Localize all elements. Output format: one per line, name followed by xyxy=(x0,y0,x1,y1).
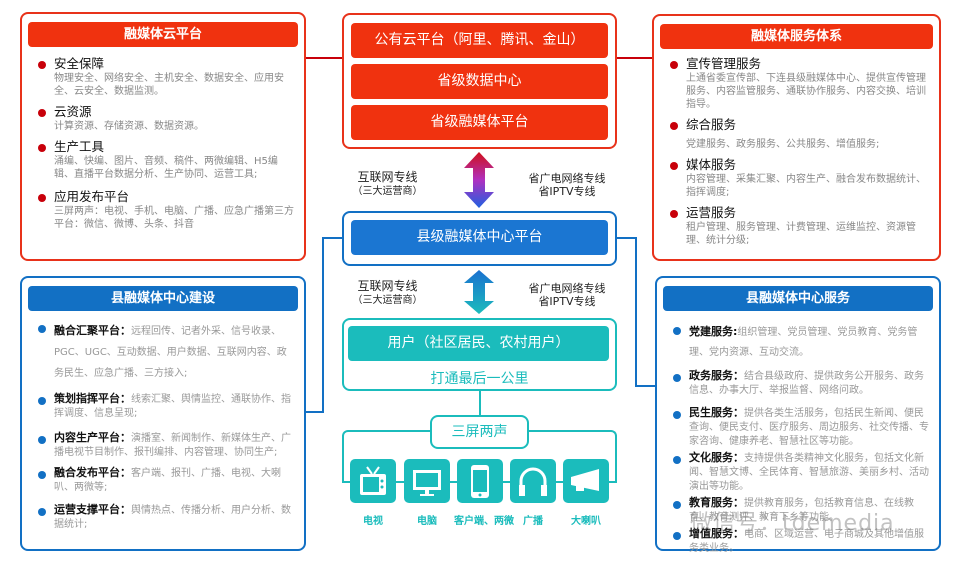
public-cloud-block: 公有云平台（阿里、腾讯、金山） xyxy=(351,23,608,58)
list-item: 云资源计算资源、存储资源、数据资源。 xyxy=(36,104,296,133)
bullet-icon xyxy=(673,374,681,382)
list-item: 融合汇聚平台：远程回传、记者外采、信号收录、PGC、UGC、互动数据、用户数据、… xyxy=(36,320,296,384)
panel-title: 县融媒体中心服务 xyxy=(663,286,933,311)
bullet-icon xyxy=(38,508,46,516)
bullet-icon xyxy=(673,532,681,540)
provincial-platform-block: 省级融媒体平台 xyxy=(351,105,608,140)
list-item: 宣传管理服务上通省委宣传部、下连县级融媒体中心、提供宣传管理服务、内容监管服务、… xyxy=(668,56,931,111)
service-system-panel: 融媒体服务体系 宣传管理服务上通省委宣传部、下连县级融媒体中心、提供宣传管理服务… xyxy=(652,14,941,261)
bullet-icon xyxy=(38,325,46,333)
bullet-icon xyxy=(673,501,681,509)
users-box: 用户（社区居民、农村用户） 打通最后一公里 xyxy=(342,318,617,391)
list-item: 融合发布平台：客户端、报刊、广播、电视、大喇叭、两微等; xyxy=(36,466,296,495)
bullet-icon xyxy=(38,471,46,479)
connector-line xyxy=(305,57,342,59)
bullet-icon xyxy=(673,411,681,419)
megaphone-icon xyxy=(563,459,609,503)
panel-title: 融媒体服务体系 xyxy=(660,24,933,49)
device-label: 客户端、两微 xyxy=(454,516,514,527)
slogan: 打通最后一公里 xyxy=(430,371,529,387)
device-label: 大喇叭 xyxy=(571,516,601,527)
list-item: 安全保障物理安全、网络安全、主机安全、数据安全、应用安全、云安全、数据监测。 xyxy=(36,56,296,98)
headphones-icon xyxy=(510,459,556,503)
list-item: 教育服务：提供教育服务，包括教育信息、在线教育、教育测评、教育下乡等功能。 xyxy=(671,496,931,525)
connector-line xyxy=(635,385,655,387)
bullet-icon xyxy=(38,61,46,69)
link-label: 省广电网络专线省IPTV专线 xyxy=(528,172,606,198)
list-item: 增值服务：电商、区域运营、电子商城及其他增值服务类业务。 xyxy=(671,527,931,556)
screens-title-box: 三屏两声 xyxy=(430,415,529,449)
list-item: 运营服务租户管理、服务管理、计费管理、运维监控、资源管理、统计分级; xyxy=(668,205,931,247)
connector-line xyxy=(617,57,652,59)
bullet-icon xyxy=(670,61,678,69)
double-arrow-icon xyxy=(464,270,494,314)
link-label: 互联网专线（三大运营商） xyxy=(352,279,423,306)
list-item: 策划指挥平台：线索汇聚、舆情监控、通联协作、指挥调度、信息呈现; xyxy=(36,392,296,421)
connector-line xyxy=(305,411,324,413)
panel-title: 融媒体云平台 xyxy=(28,22,298,47)
device-label: 电视 xyxy=(363,516,383,527)
provincial-stack: 公有云平台（阿里、腾讯、金山） 省级数据中心 省级融媒体平台 xyxy=(342,13,617,149)
list-item: 运营支撑平台：舆情热点、传播分析、用户分析、数据统计; xyxy=(36,503,296,532)
bullet-icon xyxy=(673,456,681,464)
list-item: 文化服务：支持提供各类精神文化服务，包括文化新闻、智慧文博、全民体育、智慧旅游、… xyxy=(671,451,931,494)
phone-icon xyxy=(457,459,503,503)
bullet-icon xyxy=(670,122,678,130)
county-build-panel: 县融媒体中心建设 融合汇聚平台：远程回传、记者外采、信号收录、PGC、UGC、互… xyxy=(20,276,306,551)
list-item: 媒体服务内容管理、采集汇聚、内容生产、融合发布数据统计、指挥调度; xyxy=(668,157,931,199)
list-item: 应用发布平台三屏两声：电视、手机、电脑、广播、应急广播第三方平台：微信、微博、头… xyxy=(36,189,296,231)
list-item: 民生服务：提供各类生活服务，包括民生新闻、便民查询、便民支付、医疗服务、周边服务… xyxy=(671,406,931,449)
bullet-icon xyxy=(38,109,46,117)
connector-line xyxy=(635,237,637,387)
list-item: 内容生产平台：演播室、新闻制作、新媒体生产、广播电视节目制作、报刊编排、内容管理… xyxy=(36,431,296,460)
watermark: 微信号：tdemedia xyxy=(690,511,895,536)
monitor-icon xyxy=(404,459,450,503)
panel-title: 县融媒体中心建设 xyxy=(28,286,298,311)
tv-icon xyxy=(350,459,396,503)
county-platform-box: 县级融媒体中心平台 xyxy=(342,211,617,266)
connector-line xyxy=(322,237,324,413)
device-label: 广播 xyxy=(523,516,543,527)
device-label: 电脑 xyxy=(417,516,437,527)
connector-line xyxy=(617,237,637,239)
bullet-icon xyxy=(38,436,46,444)
list-item: 综合服务党建服务、政务服务、公共服务、增值服务; xyxy=(668,117,931,151)
bullet-icon xyxy=(38,397,46,405)
double-arrow-icon xyxy=(464,152,494,208)
connector-line xyxy=(479,390,481,416)
county-service-panel: 县融媒体中心服务 党建服务:组织管理、党员管理、党员教育、党务管理、党内资源、互… xyxy=(655,276,941,554)
provincial-data-center-block: 省级数据中心 xyxy=(351,64,608,99)
county-platform-block: 县级融媒体中心平台 xyxy=(351,220,608,255)
bullet-icon xyxy=(673,327,681,335)
connector-line xyxy=(322,237,342,239)
link-label: 省广电网络专线省IPTV专线 xyxy=(528,282,606,308)
list-item: 政务服务：结合县级政府、提供政务公开服务、政务信息、办事大厅、举报监督、网络问政… xyxy=(671,369,931,398)
bullet-icon xyxy=(38,144,46,152)
link-label: 互联网专线（三大运营商） xyxy=(352,170,423,197)
list-item: 生产工具涌编、快编、图片、音频、稿件、两微编辑、H5编辑、直播平台数据分析、生产… xyxy=(36,139,296,181)
bullet-icon xyxy=(38,194,46,202)
users-block: 用户（社区居民、农村用户） xyxy=(348,326,609,361)
list-item: 党建服务:组织管理、党员管理、党员教育、党务管理、党内资源、互动交流。 xyxy=(671,322,931,363)
bullet-icon xyxy=(670,210,678,218)
bullet-icon xyxy=(670,162,678,170)
cloud-platform-panel: 融媒体云平台 安全保障物理安全、网络安全、主机安全、数据安全、应用安全、云安全、… xyxy=(20,12,306,261)
